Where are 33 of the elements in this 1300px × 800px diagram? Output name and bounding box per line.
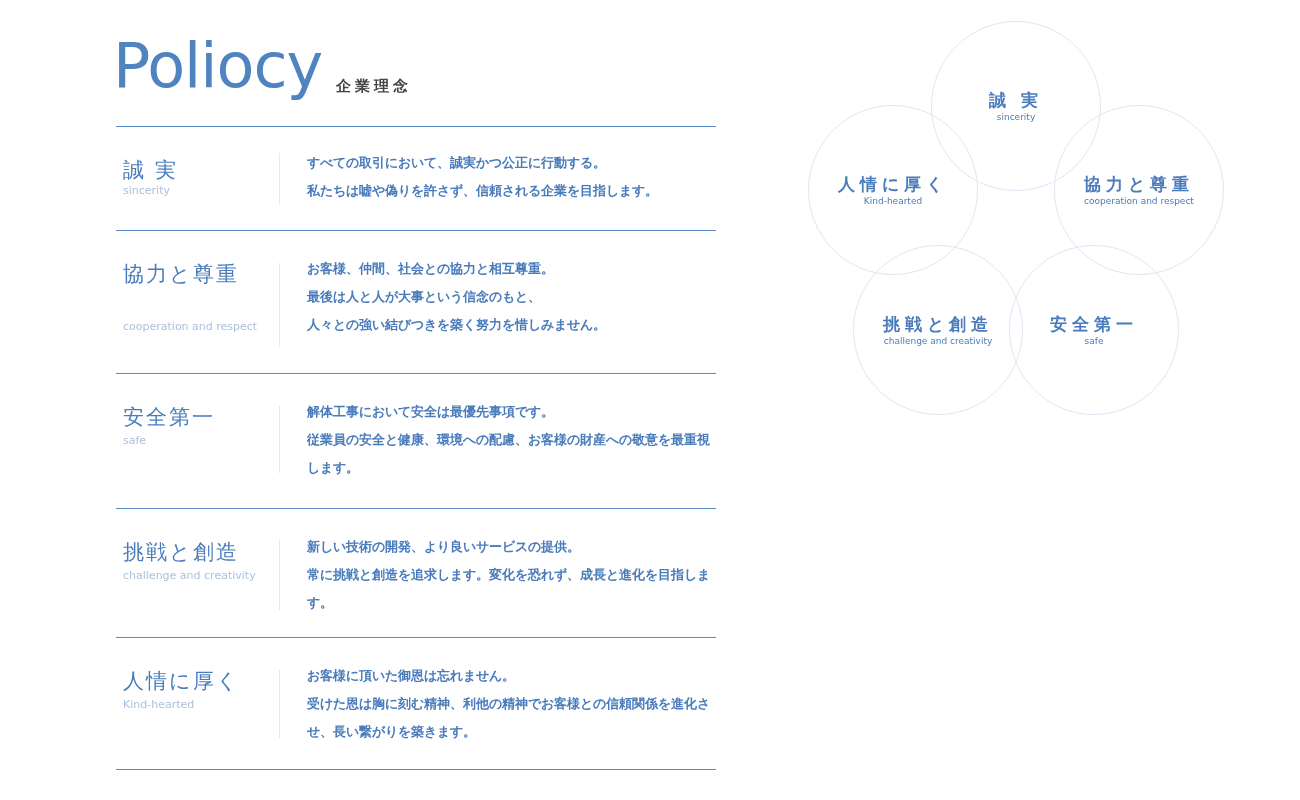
value-heading: 安全第一 (123, 404, 216, 431)
description-text: お客様、仲間、社会との協力と相互尊重。 (307, 260, 555, 278)
page-title: Poliocy (113, 30, 323, 102)
value-subtitle: safe (123, 433, 148, 448)
value-heading: 協力と尊重 (123, 261, 240, 288)
value-heading: 挑戦と創造 (123, 539, 240, 566)
description-text: 新しい技術の開発、より良いサービスの提供。 (307, 538, 581, 556)
description-text: すべての取引において、誠実かつ公正に行動する。 (307, 154, 607, 172)
circle-title: 誠 実 (987, 89, 1045, 112)
description-text: 解体工事において安全は最優先事項です。 (307, 403, 555, 421)
value-subtitle: sincerity (123, 183, 171, 198)
value-subtitle: challenge and creativity (123, 568, 257, 583)
circle-title: 挑戦と創造 (881, 313, 994, 336)
circle-subtitle: safe (1083, 336, 1105, 346)
description-text: 常に挑戦と創造を追求します。変化を恐れず、成長と進化を目指します。 (307, 566, 711, 612)
circle-subtitle: sincerity (995, 112, 1037, 122)
description-text: 最後は人と人が大事という信念のもと、 (307, 288, 542, 306)
value-subtitle: cooperation and respect (123, 319, 259, 334)
description-text: 受けた恩は胸に刻む精神、利他の精神でお客様との信頼関係を進化させ、長い繋がりを築きます。 (307, 695, 711, 741)
circle-title: 協力と尊重 (1083, 173, 1195, 196)
value-heading: 誠 実 (123, 157, 179, 184)
circle-subtitle: cooperation and respect (1083, 196, 1195, 206)
description-text: 人々との強い結びつきを築く努力を惜しみません。 (307, 316, 607, 334)
description-text: お客様に頂いた御恩は忘れません。 (307, 667, 516, 685)
value-subtitle: Kind-hearted (123, 697, 196, 712)
circle-subtitle: Kind-hearted (862, 196, 924, 206)
page-subtitle: 企業理念 (336, 77, 412, 96)
description-text: 従業員の安全と健康、環境への配慮、お客様の財産への敬意を最重視します。 (307, 431, 711, 477)
circle-title: 人情に厚く (837, 173, 949, 196)
description-text: 私たちは嘘や偽りを許さず、信頼される企業を目指します。 (307, 182, 659, 200)
circle-subtitle: challenge and creativity (882, 336, 994, 346)
value-heading: 人情に厚く (123, 668, 241, 695)
circle-title: 安全第一 (1049, 313, 1139, 336)
